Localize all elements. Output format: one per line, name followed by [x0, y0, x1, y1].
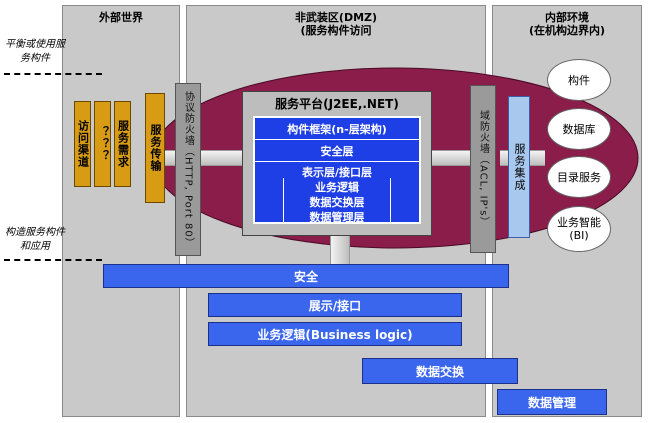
build-note-line1: 构造服务构件 [5, 227, 65, 238]
layer-business: 业务逻辑 [315, 181, 359, 194]
internal-title-line1: 内部环境 [545, 11, 589, 24]
platform-inner: 构件框架(n-层架构) 安全层 表示层/接口层 业务逻辑 数据交换层 数据管理层 [253, 116, 421, 224]
data-management-bar: 数据管理 [497, 389, 607, 415]
layer-security: 安全层 [320, 145, 354, 158]
outer-world-title: 外部世界 [99, 11, 143, 24]
bi-label-line1: 业务智能 [557, 216, 601, 229]
dmz-title-line1: 非武装区(DMZ) [294, 11, 378, 24]
service-platform: 服务平台(J2EE,.NET) 构件框架(n-层架构) 安全层 表示层/接口层 … [242, 91, 432, 236]
internal-title-line2: (在机构边界内) [528, 24, 606, 37]
component-label: 构件 [568, 73, 590, 87]
bi-label-line2: (BI) [569, 229, 589, 242]
layer-exchange: 数据交换层 [309, 196, 365, 209]
unknown-label: ？？？ [96, 126, 110, 162]
security-bar: 安全 [103, 264, 509, 288]
domain-firewall: 域防火墙（ACL, IP's） [470, 85, 496, 253]
balance-divider [4, 73, 102, 75]
business-logic-bar: 业务逻辑(Business logic) [208, 322, 462, 346]
layer-management: 数据管理层 [309, 211, 365, 224]
component-circle: 构件 [547, 59, 611, 101]
build-divider [4, 259, 102, 261]
directory-service-circle: 目录服务 [547, 156, 611, 198]
service-transport-bar: 服务传输 [145, 93, 165, 203]
connector-pipe-vertical [330, 234, 350, 264]
dmz-title-line2: (服务构件访问 [300, 24, 372, 37]
directory-service-label: 目录服务 [557, 170, 601, 184]
business-logic-bar-label: 业务逻辑(Business logic) [257, 327, 413, 342]
protocol-firewall: 协议防火墙（HTTP, Port 80） [175, 83, 201, 256]
database-circle: 数据库 [547, 108, 611, 150]
balance-note-line1: 平衡或使用服 [5, 39, 65, 50]
layer-framework: 构件框架(n-层架构) [287, 123, 387, 136]
connector-pipe-right [430, 150, 475, 166]
build-note-line2: 和应用 [20, 241, 50, 252]
layer-divider-2 [255, 161, 419, 162]
data-management-bar-label: 数据管理 [527, 395, 576, 410]
presentation-bar-label: 展示/接口 [308, 298, 362, 313]
security-bar-label: 安全 [293, 269, 318, 284]
layer-divider-1 [255, 139, 419, 140]
access-channel-bar: 访问渠道 [74, 101, 91, 187]
data-exchange-bar: 数据交换 [362, 358, 518, 384]
access-channel-label: 访问渠道 [76, 120, 90, 168]
service-transport-label: 服务传输 [149, 124, 162, 172]
layer-bracket [283, 178, 391, 222]
layer-presentation: 表示层/接口层 [301, 166, 373, 179]
protocol-firewall-label: 协议防火墙（HTTP, Port 80） [182, 90, 194, 249]
unknown-bar: ？？？ [94, 101, 111, 187]
platform-title: 服务平台(J2EE,.NET) [275, 97, 399, 111]
service-integration-label: 服务集成 [513, 143, 526, 191]
data-exchange-bar-label: 数据交换 [415, 364, 464, 379]
database-label: 数据库 [562, 122, 596, 136]
presentation-bar: 展示/接口 [208, 293, 462, 317]
service-integration-bar: 服务集成 [508, 96, 530, 238]
bi-circle: 业务智能 (BI) [547, 206, 611, 252]
balance-note-line2: 务构件 [20, 53, 50, 64]
service-demand-bar: 服务需求 [114, 101, 131, 187]
service-demand-label: 服务需求 [116, 120, 130, 168]
domain-firewall-label: 域防火墙（ACL, IP's） [477, 110, 489, 228]
